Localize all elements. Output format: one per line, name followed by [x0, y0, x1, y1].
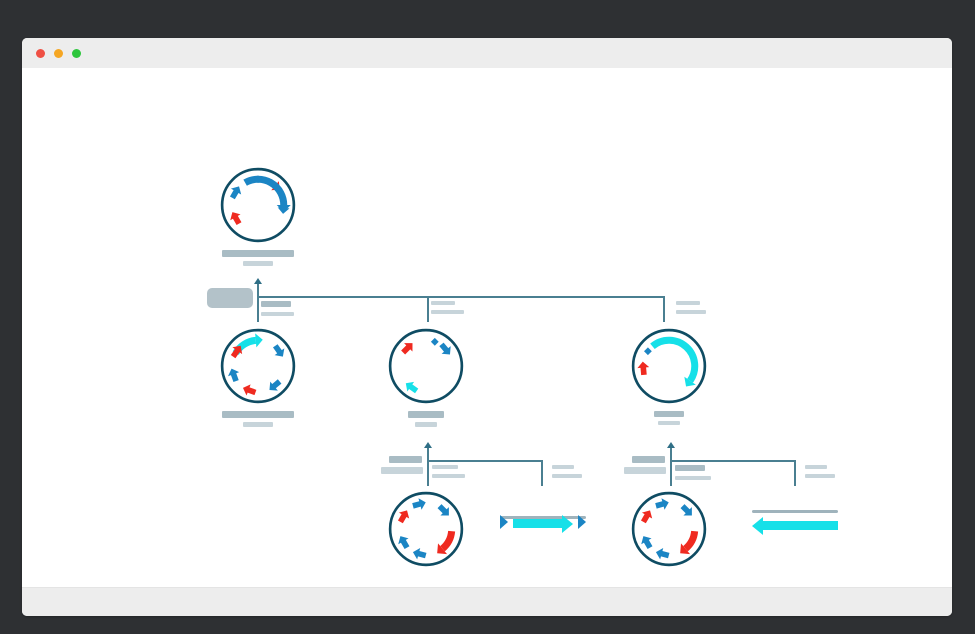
segment-blue-arrow — [228, 368, 240, 382]
connector-bus — [257, 296, 663, 298]
flow-arrow-head — [562, 515, 573, 533]
connector-bus — [427, 460, 541, 462]
node-label-bar — [408, 411, 444, 418]
connector-side-bar — [632, 456, 665, 463]
segment-blue-arrow — [412, 547, 427, 560]
node-ring-child-1 — [220, 328, 296, 404]
segment-red-arrow — [397, 510, 410, 524]
segment-cyan-arc-head — [684, 376, 696, 387]
segment-blue-arrow — [412, 498, 426, 510]
maximize-icon[interactable] — [72, 49, 81, 58]
segment-cyan-arc-head — [255, 333, 263, 348]
node-label-bar — [243, 422, 273, 427]
node-ring-root — [220, 167, 296, 243]
connector-label-bar — [675, 465, 705, 471]
node-ring-child-2 — [388, 328, 464, 404]
connector-bus — [670, 460, 794, 462]
node-label-bar — [658, 421, 680, 425]
diagram-node-leaf-1[interactable] — [387, 490, 465, 568]
connector-label-bar — [805, 465, 827, 469]
connector-arrowhead-up — [667, 442, 675, 448]
segment-red-arrow — [401, 343, 413, 355]
connector-side-bar — [389, 456, 422, 463]
segment-blue-arrow — [439, 342, 451, 355]
segment-red-arc-head — [680, 543, 691, 555]
diagram-node-child-3[interactable] — [630, 327, 708, 405]
segment-red-arc — [440, 530, 456, 552]
segment-cyan-arrow — [405, 381, 419, 394]
segment-red-arc — [683, 530, 699, 552]
flow-arrow-head — [752, 517, 763, 535]
flow-endcap — [578, 515, 586, 529]
segment-blue-arrow — [641, 536, 653, 550]
connector-label-bar — [805, 474, 835, 478]
connector-side-bar — [624, 467, 666, 474]
node-label-bar — [222, 250, 294, 257]
close-icon[interactable] — [36, 49, 45, 58]
connector-riser — [427, 448, 429, 486]
browser-window — [22, 38, 952, 616]
connector-label-bar — [431, 310, 464, 314]
segment-red-arrow — [640, 510, 653, 524]
segment-blue-arc-head — [276, 205, 291, 213]
connector-arrowhead-up — [254, 278, 262, 284]
connector-label-bar — [261, 312, 294, 316]
segment-blue-arrow — [655, 547, 670, 560]
node-label-bar — [243, 261, 273, 266]
connector-riser — [670, 448, 672, 486]
segment-blue-arrow — [655, 498, 669, 510]
diagram-node-leaf-2[interactable] — [630, 490, 708, 568]
segment-red-arrow — [242, 384, 257, 396]
flow-rule — [752, 510, 838, 513]
connector-label-bar — [552, 474, 582, 478]
segment-red-arrow — [230, 345, 243, 359]
connector-drop — [427, 296, 429, 322]
connector-label-bar — [552, 465, 574, 469]
segment-blue-arrow — [437, 504, 449, 516]
node-ring-child-3 — [631, 328, 707, 404]
segment-red-arc-head — [437, 543, 448, 555]
connector-label-bar — [676, 301, 700, 305]
connector-label-bar — [432, 465, 458, 469]
connector-label-bar — [261, 301, 291, 307]
connector-drop — [541, 460, 543, 486]
connector-arrowhead-up — [424, 442, 432, 448]
connector-drop — [663, 296, 665, 322]
diagram-node-root[interactable] — [219, 166, 297, 244]
segment-blue-arrow — [272, 344, 285, 357]
connector-drop — [794, 460, 796, 486]
segment-red-arrow — [637, 361, 650, 376]
flow-endcap — [500, 515, 508, 529]
node-label-bar — [415, 422, 437, 427]
diagram-node-child-1[interactable] — [219, 327, 297, 405]
segment-blue-arc — [243, 175, 288, 206]
diagram-node-child-2[interactable] — [387, 327, 465, 405]
window-titlebar[interactable] — [22, 38, 952, 69]
connector-label-bar — [432, 474, 465, 478]
connector-riser — [257, 284, 259, 322]
segment-blue-arrow — [269, 379, 282, 391]
segment-cyan-arc — [650, 336, 699, 383]
node-label-bar — [222, 411, 294, 418]
connector-label-bar — [676, 310, 706, 314]
connector-label-bar — [675, 476, 711, 480]
node-ring-leaf-1 — [388, 491, 464, 567]
segment-blue-marker — [644, 347, 652, 356]
segment-blue-arrow — [680, 504, 692, 516]
connector-pill-button[interactable] — [207, 288, 253, 308]
flow-rule — [500, 516, 586, 519]
minimize-icon[interactable] — [54, 49, 63, 58]
segment-blue-arrow — [229, 186, 242, 200]
window-statusbar — [22, 587, 952, 616]
flow-arrow-shaft — [513, 519, 562, 528]
flow-arrow-shaft — [763, 521, 838, 530]
segment-red-arrow — [230, 212, 242, 226]
node-label-bar — [654, 411, 684, 417]
node-ring-leaf-2 — [631, 491, 707, 567]
segment-blue-arrow — [398, 536, 410, 550]
connector-side-bar — [381, 467, 423, 474]
diagram-canvas[interactable] — [22, 68, 952, 588]
connector-label-bar — [431, 301, 455, 305]
